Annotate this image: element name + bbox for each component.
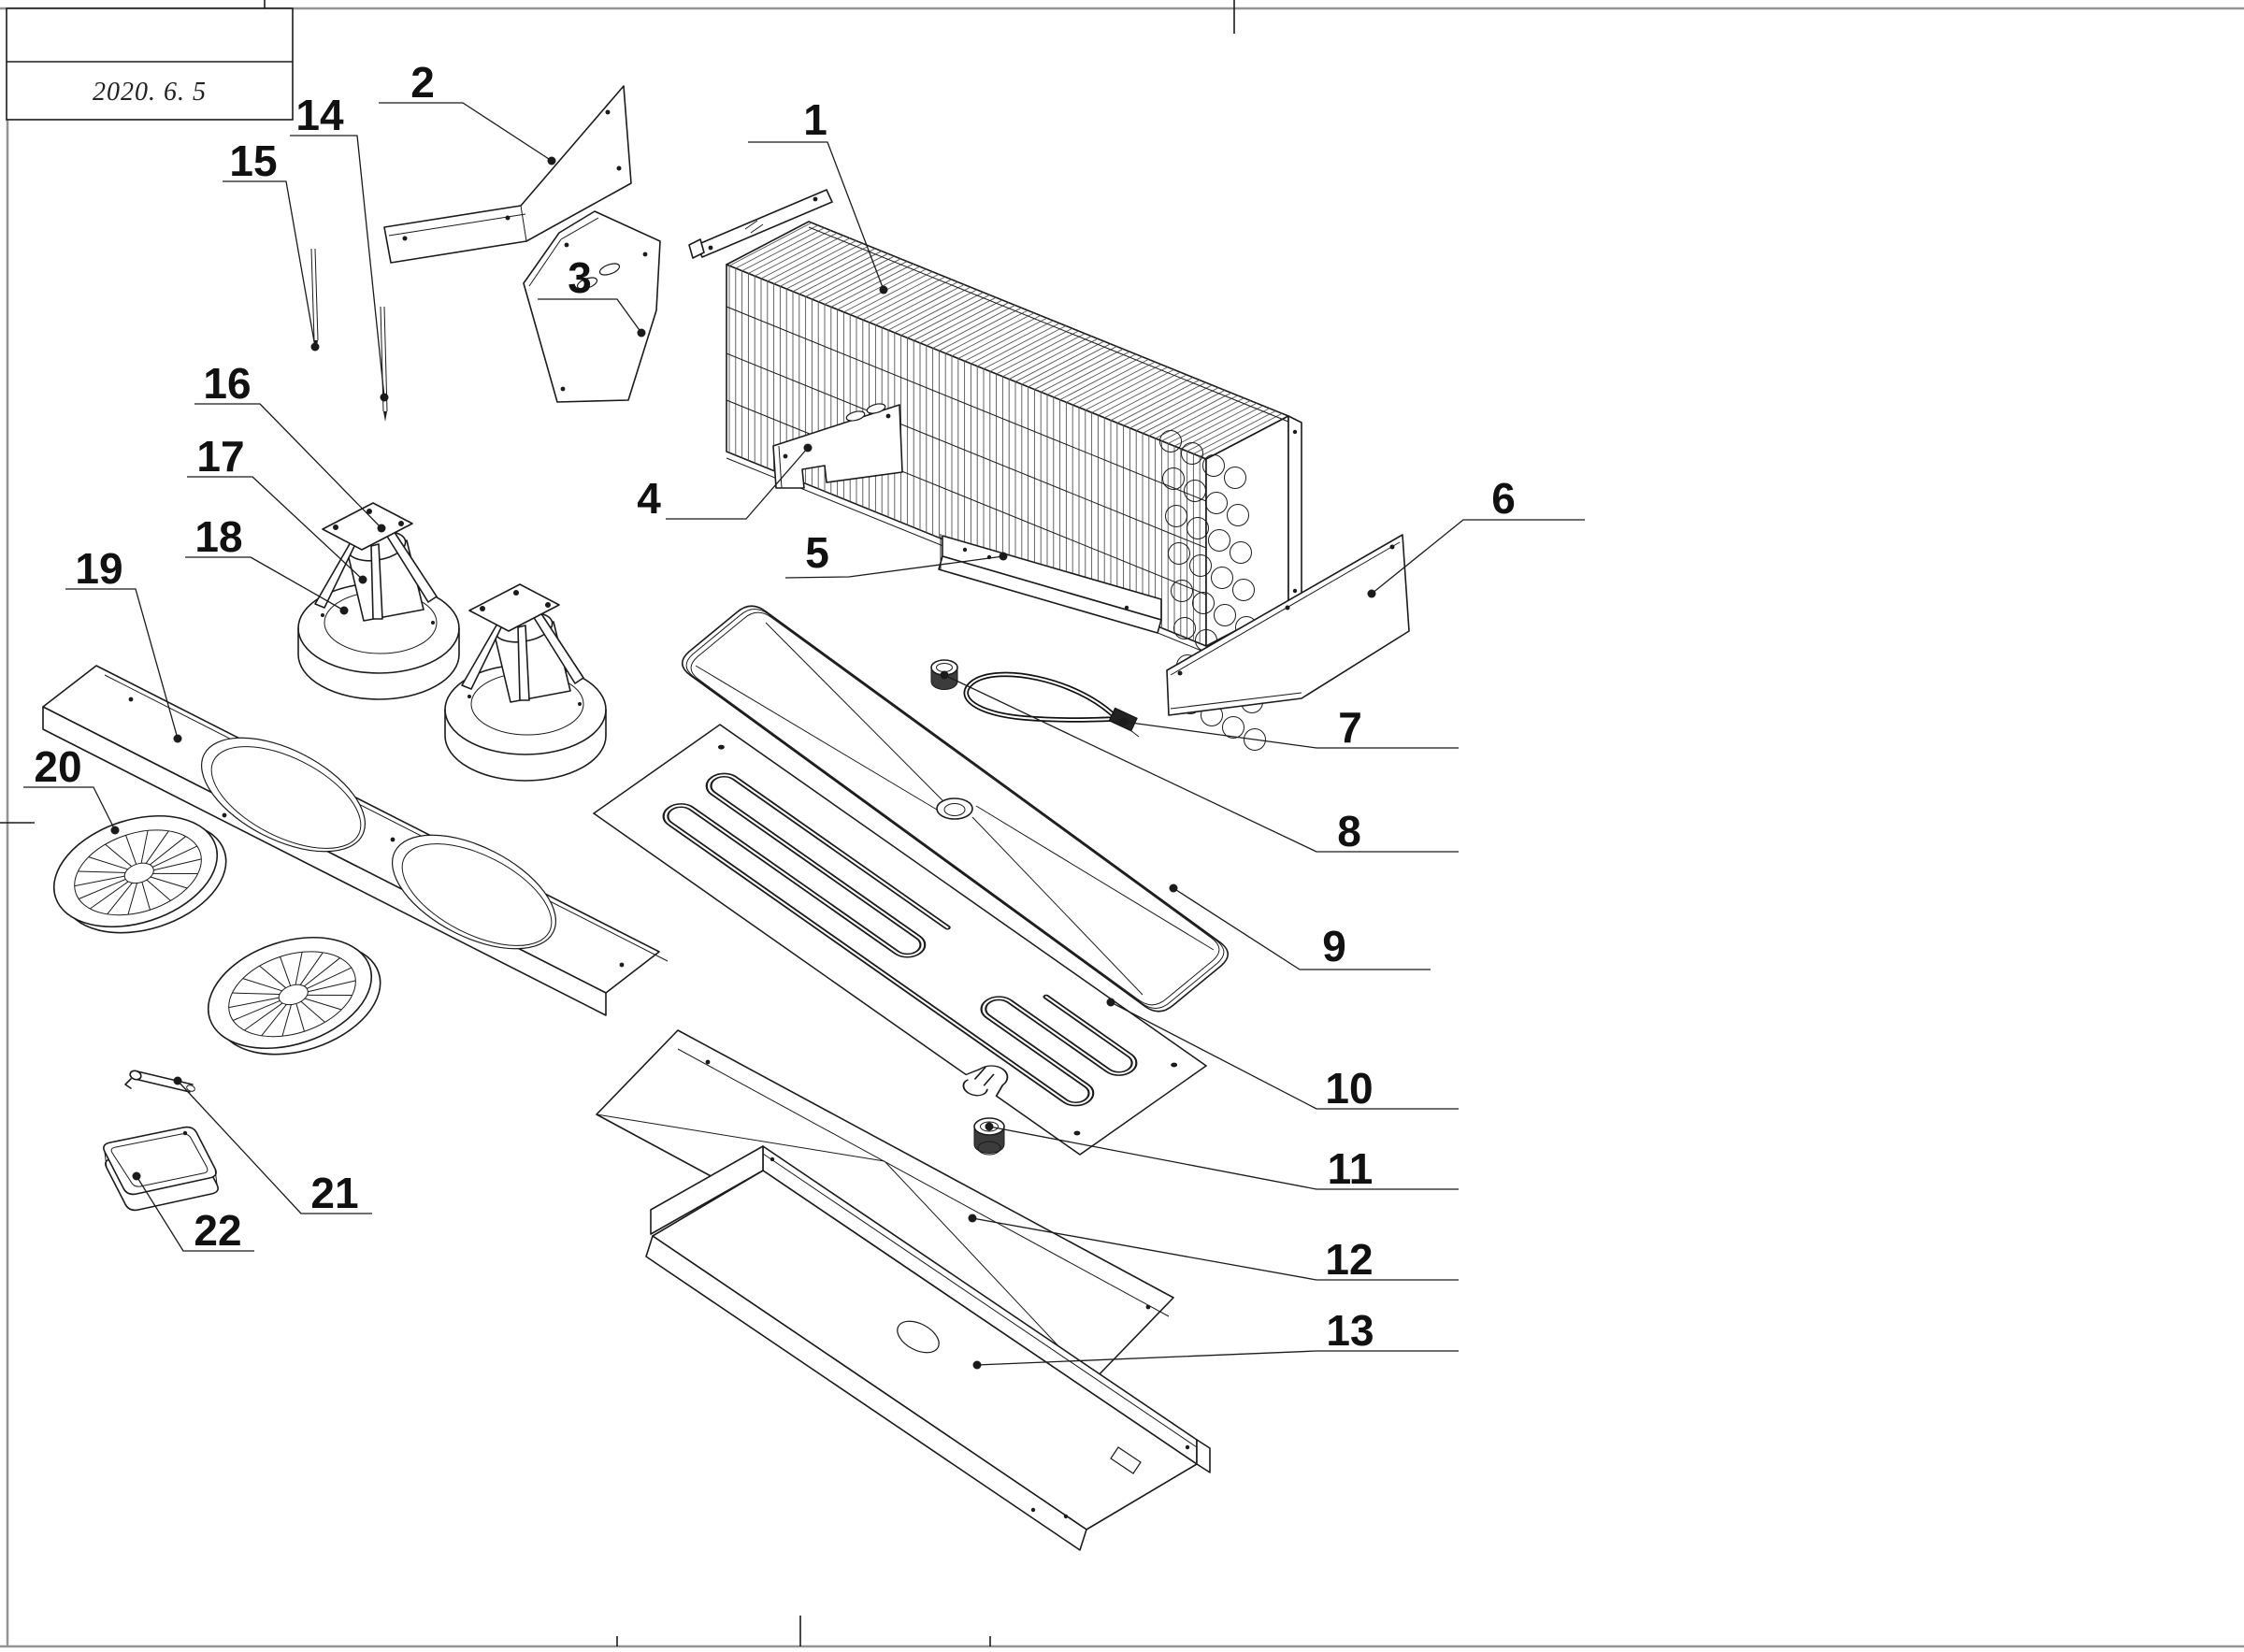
part-4-divider-plate [772,403,903,489]
part-label-14: 14 [295,91,344,139]
grille-slats [74,830,202,915]
part-label-10: 10 [1325,1064,1373,1113]
part-19-fan-deck [42,665,669,1016]
part-20-grille-1 [52,814,227,934]
part-11-drain-nipple [973,1117,1005,1156]
part-label-18: 18 [194,512,242,561]
coil-end-sheet [1287,415,1302,611]
part-9-drain-pan [681,605,1230,1013]
part-3-end-bracket [523,210,661,403]
coil-top-rail [688,189,833,259]
pan-drain-hole [936,797,973,820]
fan-assembly-1 [297,502,460,700]
leader-lines [23,102,1585,1370]
coil-tube-rows [726,306,1207,596]
part-label-19: 19 [75,544,122,593]
part-label-15: 15 [229,136,277,185]
part-label-11: 11 [1328,1144,1374,1193]
part-label-5: 5 [805,528,829,577]
part-label-1: 1 [803,95,827,144]
part-label-6: 6 [1491,474,1516,523]
revision-date: 2020. 6. 5 [93,78,207,107]
coil-top-fins [728,222,1283,457]
part-2-top-panel [383,85,632,264]
part-label-9: 9 [1322,922,1346,970]
channel-oval-hole [897,1320,940,1354]
part-15-sensor-pin [310,248,319,351]
fan-opening-1 [200,737,367,853]
part-label-7: 7 [1338,703,1362,752]
part-label-22: 22 [194,1206,241,1255]
part-label-20: 20 [34,742,81,791]
part-6-side-panel [1166,534,1410,716]
part-labels: 1 2 3 4 5 6 7 8 9 10 11 12 13 14 15 16 1… [34,58,1515,1355]
part-label-2: 2 [410,58,435,107]
part-label-4: 4 [637,474,661,523]
part-label-12: 12 [1325,1235,1373,1284]
fan-assembly-2 [444,583,607,782]
part-7-sensor-loop [963,671,1140,738]
part-20-grille-2 [207,936,381,1056]
title-block: 2020. 6. 5 [6,7,294,121]
pan-creases [695,622,1215,996]
part-label-17: 17 [196,432,244,481]
part-label-13: 13 [1326,1306,1374,1355]
part-label-16: 16 [203,359,251,408]
part-label-3: 3 [568,253,592,302]
part-13-bottom-channel [645,1145,1211,1551]
part-1-evaporator-coil [688,189,1302,751]
grille-slats [228,952,356,1037]
part-21-rod [124,1070,195,1093]
part-22-tray [103,1126,219,1212]
part-label-8: 8 [1337,807,1361,855]
part-label-21: 21 [310,1169,358,1217]
fan-opening-2 [391,834,557,950]
part-14-sensor-pin [380,306,388,422]
part-10-heater-plate [593,724,1207,1156]
